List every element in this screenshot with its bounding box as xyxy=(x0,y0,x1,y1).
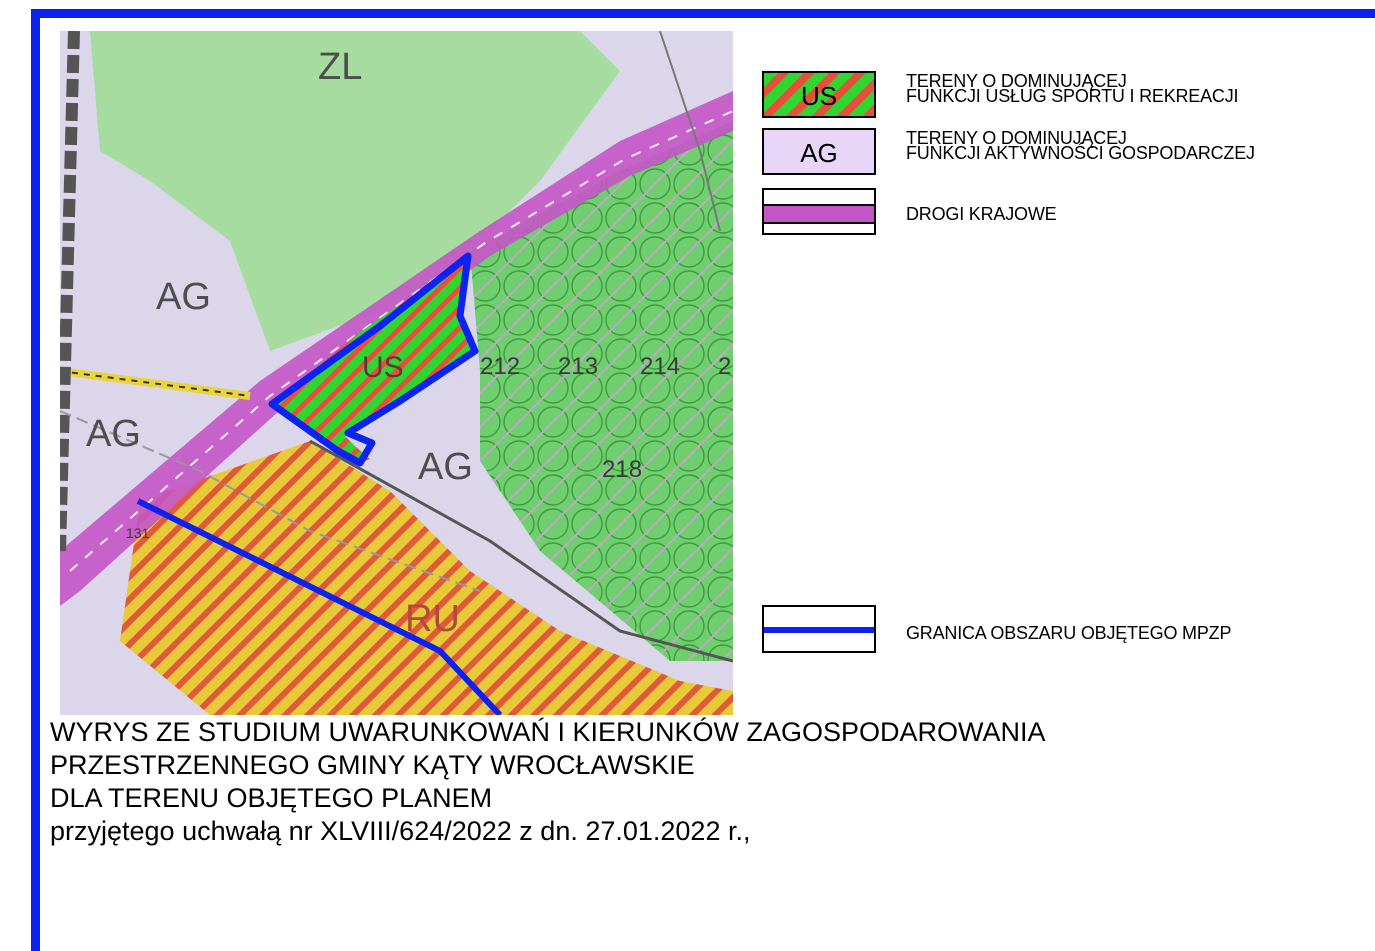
legend-swatch-boundary xyxy=(762,605,876,653)
parcel-number-131: 131 xyxy=(126,525,150,541)
legend-text-boundary: GRANICA OBSZARU OBJĘTEGO MPZP xyxy=(906,623,1232,643)
road-symbol xyxy=(764,204,874,224)
legend-text-roads: DROGI KRAJOWE xyxy=(906,204,1057,224)
zone-label-ru: RU xyxy=(405,598,460,640)
legend-swatch-ag: AG xyxy=(762,128,876,175)
page-frame xyxy=(31,9,1375,951)
zone-label-ag-3: AG xyxy=(418,446,473,488)
zone-label-ag-1: AG xyxy=(156,276,211,318)
caption-line-4: przyjętego uchwałą nr XLVIII/624/2022 z … xyxy=(50,816,751,846)
parcel-number-214: 214 xyxy=(640,353,680,380)
zone-label-ag-2: AG xyxy=(86,413,141,455)
legend-text-us: TERENY O DOMINUJĄCEJ FUNKCJI USŁUG SPORT… xyxy=(906,71,1239,106)
parcel-number-2: 2 xyxy=(718,353,731,380)
legend-text-ag: TERENY O DOMINUJĄCEJ FUNKCJI AKTYWNOŚCI … xyxy=(906,128,1255,163)
caption-line-1: WYRYS ZE STUDIUM UWARUNKOWAŃ I KIERUNKÓW… xyxy=(50,717,1046,747)
legend-swatch-roads xyxy=(762,188,876,235)
caption-line-3: DLA TERENU OBJĘTEGO PLANEM xyxy=(50,783,493,813)
zone-label-us: US xyxy=(362,351,404,384)
legend-code-ag: AG xyxy=(800,138,838,168)
legend-swatch-us: US xyxy=(762,71,876,118)
zone-label-zl: ZL xyxy=(318,46,362,88)
parcel-number-213: 213 xyxy=(558,353,598,380)
caption-line-2: PRZESTRZENNEGO GMINY KĄTY WROCŁAWSKIE xyxy=(50,750,695,780)
map-excerpt: ZL AG AG AG US RU 212 213 214 2 218 131 xyxy=(60,31,733,715)
parcel-number-218: 218 xyxy=(602,456,642,483)
legend-code-us: US xyxy=(800,81,838,111)
parcel-number-212: 212 xyxy=(480,353,520,380)
boundary-line-symbol xyxy=(764,627,874,633)
map-caption: WYRYS ZE STUDIUM UWARUNKOWAŃ I KIERUNKÓW… xyxy=(50,716,1046,848)
